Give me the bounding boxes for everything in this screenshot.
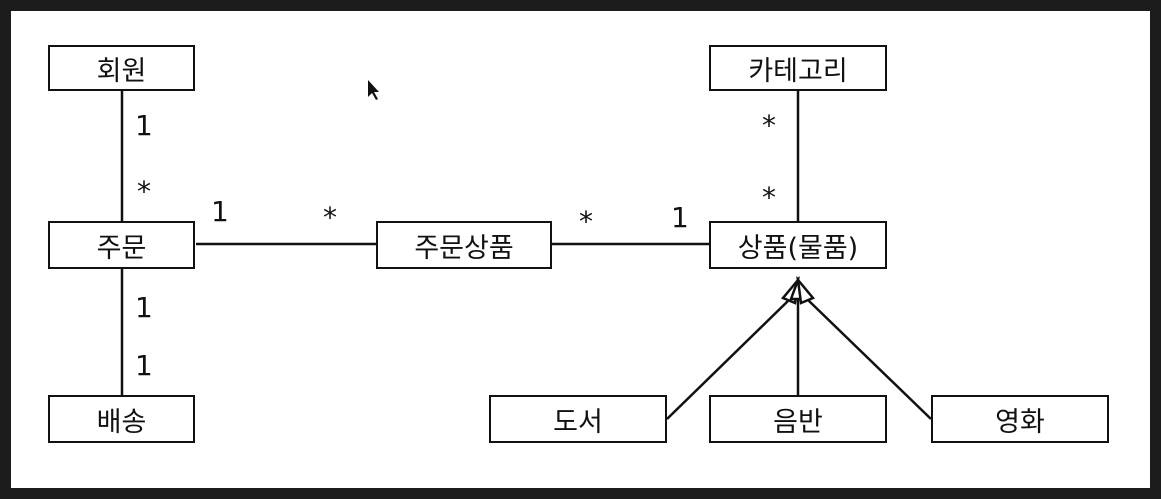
movie-generalization-line <box>807 299 932 420</box>
multiplicity-category-side: * <box>762 109 776 142</box>
multiplicity-item-category-side: * <box>762 181 776 214</box>
multiplicity-orderitem-item-side: * <box>579 205 593 238</box>
entity-delivery: 배송 <box>48 395 195 443</box>
connector-lines <box>120 90 932 420</box>
multiplicity-item-orderitem-side: 1 <box>671 201 689 234</box>
entity-category: 카테고리 <box>709 45 887 91</box>
entity-order: 주문 <box>48 221 195 269</box>
multiplicity-order-orderitem-side: 1 <box>211 195 229 228</box>
entity-order-item: 주문상품 <box>376 221 552 269</box>
multiplicity-orderitem-order-side: * <box>323 201 337 234</box>
entity-item: 상품(물품) <box>709 221 887 269</box>
multiplicity-member-side: 1 <box>135 109 153 142</box>
multiplicity-delivery-side: 1 <box>135 349 153 382</box>
movie-inheritance-arrow <box>796 275 816 305</box>
entity-member: 회원 <box>48 45 195 91</box>
entity-book: 도서 <box>489 395 667 443</box>
book-generalization-line <box>666 299 790 420</box>
multiplicity-order-delivery-side: 1 <box>135 291 153 324</box>
uml-class-diagram: 회원 주문 배송 주문상품 카테고리 상품(물품) 도서 음반 영화 1 * 1… <box>11 11 1150 488</box>
entity-album: 음반 <box>709 395 887 443</box>
entity-movie: 영화 <box>931 395 1109 443</box>
multiplicity-order-member-side: * <box>137 175 151 208</box>
